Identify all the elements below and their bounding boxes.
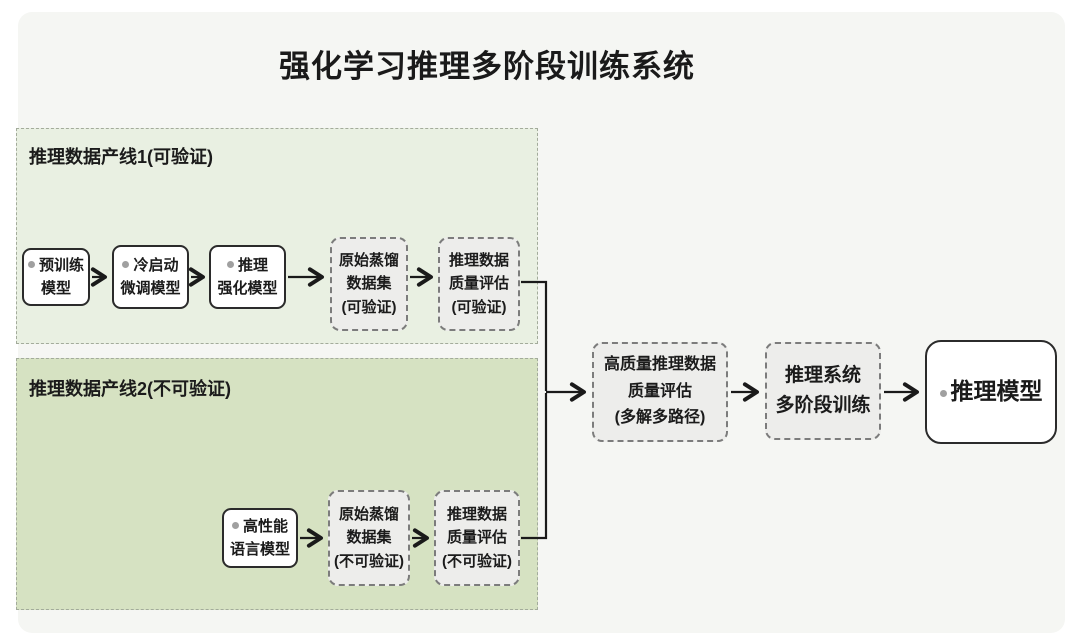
node-reasoning-rl-line2: 强化模型 xyxy=(217,280,278,297)
node-coldstart-line1: 冷启动 xyxy=(133,256,179,274)
node-raw-distill-dataset-verifiable: 原始蒸馏 数据集 (可验证) xyxy=(330,237,408,331)
node-reasoning-rl-line1: 推理 xyxy=(237,256,268,274)
panel-2-label: 推理数据产线2(不可验证) xyxy=(29,379,231,399)
node-quality1-line2: 质量评估 xyxy=(448,275,509,293)
node-quality2-line1: 推理数据 xyxy=(446,506,507,524)
diagram-canvas: 强化学习推理多阶段训练系统 推理数据产线1(可验证) 推理数据产线2(不可验证) xyxy=(16,12,1065,633)
node-distill2-line3: (不可验证) xyxy=(334,552,404,570)
node-quality2-line3: (不可验证) xyxy=(442,552,512,570)
node-distill1-line1: 原始蒸馏 xyxy=(338,252,399,270)
node-high-performance-llm: 高性能 语言模型 xyxy=(222,508,298,568)
node-distill2-line1: 原始蒸馏 xyxy=(338,506,399,524)
bullet-icon xyxy=(231,521,239,529)
node-quality1-line3: (可验证) xyxy=(451,298,507,316)
panel-1-label: 推理数据产线1(可验证) xyxy=(29,147,213,167)
node-distill1-line3: (可验证) xyxy=(341,298,397,316)
node-distill1-line2: 数据集 xyxy=(346,275,392,293)
node-pretrained-model-line1: 预训练 xyxy=(38,256,84,274)
node-coldstart-line2: 微调模型 xyxy=(120,280,181,297)
node-pretrained-model-line2: 模型 xyxy=(40,280,71,297)
node-reasoning-rl-model: 推理 强化模型 xyxy=(209,245,286,309)
bullet-icon xyxy=(939,390,947,398)
node-hq-line2: 质量评估 xyxy=(627,382,692,400)
node-pretrained-model: 预训练 模型 xyxy=(22,248,90,306)
node-llm-line2: 语言模型 xyxy=(229,541,290,558)
node-final-line1: 推理模型 xyxy=(950,378,1043,405)
diagram-title: 强化学习推理多阶段训练系统 xyxy=(279,49,695,84)
node-reasoning-model: 推理模型 xyxy=(925,340,1057,444)
bullet-icon xyxy=(27,260,35,268)
node-multistage-line1: 推理系统 xyxy=(784,364,861,386)
node-multistage-line2: 多阶段训练 xyxy=(775,395,871,416)
node-multistage-training: 推理系统 多阶段训练 xyxy=(765,342,881,440)
bullet-icon xyxy=(122,260,130,268)
node-data-quality-eval-nonverifiable: 推理数据 质量评估 (不可验证) xyxy=(434,490,520,586)
node-data-quality-eval-verifiable: 推理数据 质量评估 (可验证) xyxy=(438,237,520,331)
node-hq-line1: 高质量推理数据 xyxy=(603,356,716,374)
node-coldstart-finetune-model: 冷启动 微调模型 xyxy=(112,245,189,309)
bullet-icon xyxy=(226,260,234,268)
node-raw-distill-dataset-nonverifiable: 原始蒸馏 数据集 (不可验证) xyxy=(328,490,410,586)
node-quality2-line2: 质量评估 xyxy=(446,529,507,547)
node-distill2-line2: 数据集 xyxy=(346,529,392,547)
node-quality1-line1: 推理数据 xyxy=(448,252,509,270)
node-llm-line1: 高性能 xyxy=(242,517,288,535)
node-hq-data-quality-eval: 高质量推理数据 质量评估 (多解多路径) xyxy=(592,342,728,442)
node-hq-line3: (多解多路径) xyxy=(614,409,706,427)
